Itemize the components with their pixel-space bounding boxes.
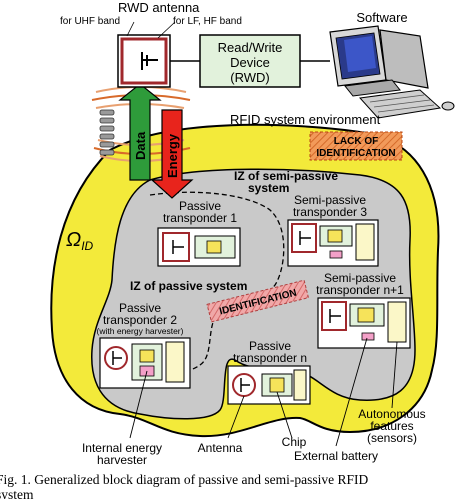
internal-line-2: harvester <box>97 453 147 467</box>
lf-hf-band-label: for LF, HF band <box>173 16 242 27</box>
omega-symbol: ΩID <box>66 229 94 253</box>
data-arrow: Data <box>118 83 162 181</box>
rwd-box <box>199 34 301 88</box>
semi3-line-2: transponder 3 <box>293 205 367 219</box>
caption-line-2: system <box>0 487 34 499</box>
semi3-line-1: Semi-passive <box>294 193 366 207</box>
passive-transponder-2 <box>99 337 191 389</box>
internal-line-1: Internal energy <box>82 441 162 455</box>
iz-passive-label: IZ of passive system <box>130 279 247 293</box>
data-label: Data <box>133 131 148 160</box>
coil-icon <box>99 109 115 156</box>
energy-label: Energy <box>165 133 180 178</box>
rfid-env-label: RFID system environment <box>230 112 381 127</box>
rwd-antenna-label: RWD antenna <box>118 0 200 15</box>
energy-arrow: Energy <box>150 109 194 199</box>
lack-of-identification-badge: LACK OF IDENTIFICATION <box>309 131 403 161</box>
computer-icon <box>329 25 455 119</box>
semi-passive-transponder-3 <box>287 219 379 267</box>
chip-label: Chip <box>282 435 307 449</box>
iz-semi-line-2: system <box>248 181 289 195</box>
passiven-line-1: Passive <box>249 339 291 353</box>
software-label: Software <box>356 10 407 25</box>
semi-passive-transponder-n1 <box>317 297 411 349</box>
rwd-antenna <box>117 34 171 88</box>
passive2-line-2: transponder 2 <box>103 313 177 327</box>
rwd-line-3: (RWD) <box>230 70 269 85</box>
caption-line-1: Fig. 1. Generalized block diagram of pas… <box>0 472 369 487</box>
iz-semi-line-1: IZ of semi-passive <box>234 169 338 183</box>
antenna-label: Antenna <box>198 441 243 455</box>
passive1-line-2: transponder 1 <box>163 211 237 225</box>
uhf-band-label: for UHF band <box>60 16 120 27</box>
passiven-line-2: transponder n <box>233 351 307 365</box>
rwd-line-1: Read/Write <box>218 40 283 55</box>
pointer-lines <box>129 337 398 447</box>
auto-line-2: features <box>370 419 413 433</box>
lack-line-2: IDENTIFICATION <box>316 148 395 159</box>
passive-transponder-n <box>227 365 311 405</box>
passive-transponder-1 <box>157 227 241 267</box>
passive2-line-1: Passive <box>119 301 161 315</box>
passive1-line-1: Passive <box>179 199 221 213</box>
passive2-line-3: (with energy harvester) <box>97 326 184 336</box>
lack-line-1: LACK OF <box>334 136 378 147</box>
auto-line-3: (sensors) <box>367 431 417 445</box>
semin-line-1: Semi-passive <box>324 271 396 285</box>
rwd-line-2: Device <box>230 55 270 70</box>
external-battery-label: External battery <box>294 449 378 463</box>
auto-line-1: Autonomous <box>358 407 425 421</box>
semin-line-2: transponder n+1 <box>316 283 404 297</box>
